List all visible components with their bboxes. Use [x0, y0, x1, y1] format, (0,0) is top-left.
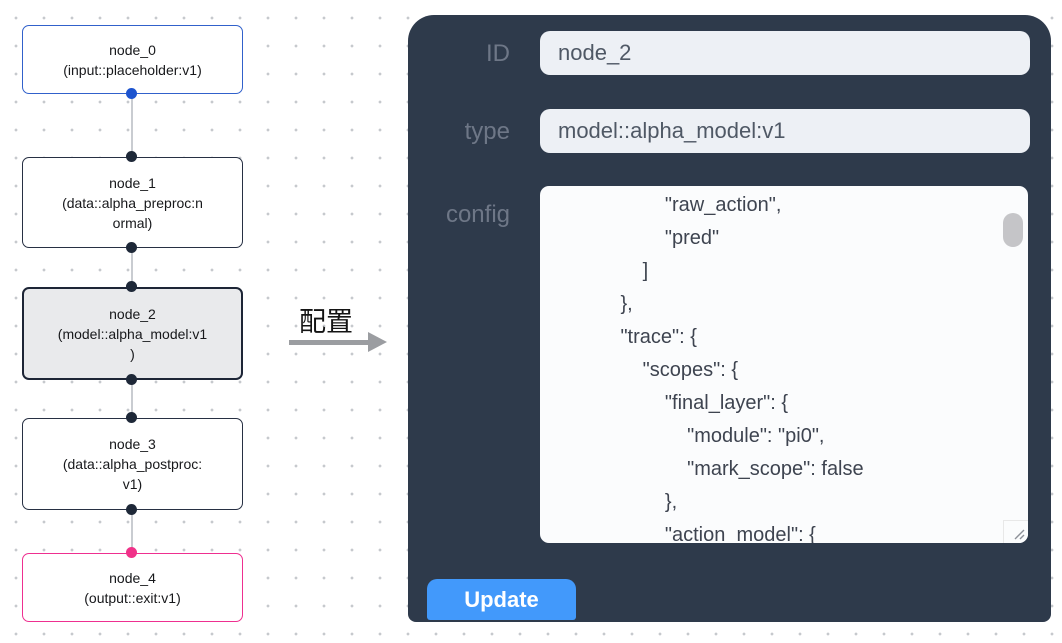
port-node3-in[interactable] [126, 412, 137, 423]
port-node1-in[interactable] [126, 151, 137, 162]
type-input[interactable] [540, 109, 1030, 153]
type-label: type [464, 118, 510, 145]
config-panel: ID type config "raw_action", "pred" ] },… [408, 15, 1051, 622]
config-json-text: "raw_action", "pred" ] }, "trace": { "sc… [620, 194, 864, 543]
config-textarea[interactable]: "raw_action", "pred" ] }, "trace": { "sc… [540, 186, 1028, 543]
flow-node-1[interactable]: node_1 (data::alpha_preproc:n ormal) [22, 157, 243, 248]
flow-node-3[interactable]: node_3 (data::alpha_postproc: v1) [22, 418, 243, 510]
config-annotation: 配置 [299, 307, 353, 337]
node-label: node_3 (data::alpha_postproc: v1) [62, 436, 203, 492]
port-node0-out[interactable] [126, 88, 137, 99]
scrollbar-thumb[interactable] [1003, 213, 1023, 247]
id-input[interactable] [540, 31, 1030, 75]
port-node4-in[interactable] [126, 547, 137, 558]
config-label: config [445, 201, 510, 228]
id-label: ID [486, 40, 510, 67]
port-node2-out[interactable] [126, 374, 137, 385]
flow-node-2-selected[interactable]: node_2 (model::alpha_model:v1 ) [22, 287, 243, 380]
node-label: node_1 (data::alpha_preproc:n ormal) [62, 174, 203, 231]
textarea-corner [1003, 520, 1028, 543]
flow-node-0[interactable]: node_0 (input::placeholder:v1) [22, 25, 243, 94]
port-node1-out[interactable] [126, 242, 137, 253]
node-label: node_4 (output::exit:v1) [84, 569, 181, 606]
port-node3-out[interactable] [126, 504, 137, 515]
flow-node-4[interactable]: node_4 (output::exit:v1) [22, 553, 243, 622]
arrow-head-icon [368, 332, 387, 352]
node-label: node_0 (input::placeholder:v1) [63, 41, 202, 78]
arrow-right-icon [289, 340, 370, 345]
resize-grip-icon[interactable] [1011, 526, 1025, 540]
node-label: node_2 (model::alpha_model:v1 ) [57, 305, 208, 362]
port-node2-in[interactable] [126, 281, 137, 292]
update-button[interactable]: Update [427, 579, 576, 620]
